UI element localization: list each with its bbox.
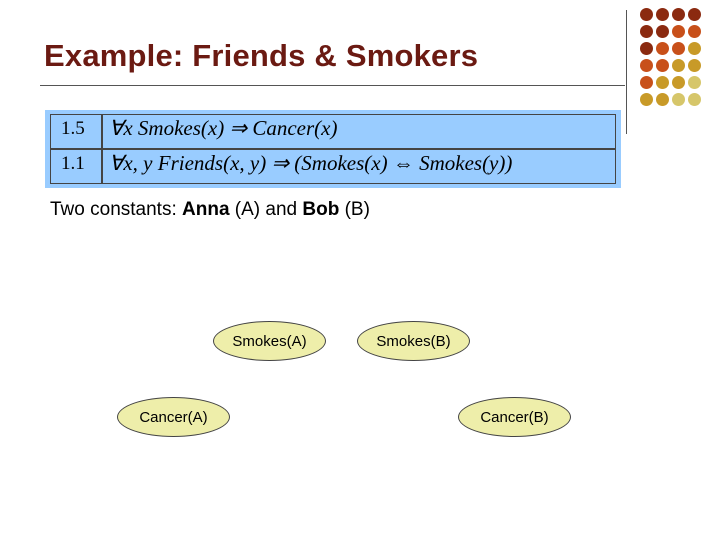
decor-dot xyxy=(656,42,669,55)
decor-dot xyxy=(640,42,653,55)
decor-dot xyxy=(640,76,653,89)
formula-text: ∀x Smokes(x) ⇒ Cancer(x) xyxy=(109,116,338,140)
constant-name-bob: Bob xyxy=(302,199,340,220)
constant-name-anna: Anna xyxy=(182,199,230,220)
decor-dot xyxy=(640,8,653,21)
vertical-divider xyxy=(626,10,627,134)
formula-weight: 1.5 xyxy=(61,118,85,139)
constant-abbr-a: (A) and xyxy=(229,199,303,220)
decor-dot xyxy=(640,59,653,72)
weight-cell xyxy=(50,114,102,149)
decor-dot xyxy=(656,93,669,106)
decor-dot xyxy=(672,76,685,89)
formula-cell xyxy=(102,114,616,149)
decor-dot xyxy=(688,42,701,55)
formula-weight: 1.1 xyxy=(61,153,85,174)
decor-dot xyxy=(672,42,685,55)
node-cancer-a: Cancer(A) xyxy=(117,397,230,437)
node-smokes-b: Smokes(B) xyxy=(357,321,470,361)
constants-prefix: Two constants: xyxy=(50,199,183,220)
decor-dot xyxy=(656,59,669,72)
formula-text: ∀x, y Friends(x, y) ⇒ (Smokes(x) ⇔ Smoke… xyxy=(109,151,513,175)
formula-table: 1.5 ∀x Smokes(x) ⇒ Cancer(x) 1.1 ∀x, y F… xyxy=(45,110,621,188)
decor-dot xyxy=(672,8,685,21)
decor-dot xyxy=(640,25,653,38)
decor-dot xyxy=(688,76,701,89)
decor-dot xyxy=(656,25,669,38)
weight-cell xyxy=(50,149,102,184)
decor-dot xyxy=(640,93,653,106)
decor-dot xyxy=(672,93,685,106)
horizontal-divider xyxy=(40,85,625,86)
constant-abbr-b: (B) xyxy=(339,199,370,220)
decor-dot xyxy=(688,25,701,38)
decor-dot xyxy=(688,59,701,72)
decor-dot xyxy=(688,8,701,21)
decor-dot xyxy=(672,59,685,72)
constants-description: Two constants: Anna (A) and Bob (B) xyxy=(50,199,370,221)
decor-dot xyxy=(656,76,669,89)
decor-dot xyxy=(656,8,669,21)
decor-dot xyxy=(688,93,701,106)
node-smokes-a: Smokes(A) xyxy=(213,321,326,361)
node-cancer-b: Cancer(B) xyxy=(458,397,571,437)
slide-title: Example: Friends & Smokers xyxy=(44,38,479,73)
decor-dot xyxy=(672,25,685,38)
formula-cell xyxy=(102,149,616,184)
